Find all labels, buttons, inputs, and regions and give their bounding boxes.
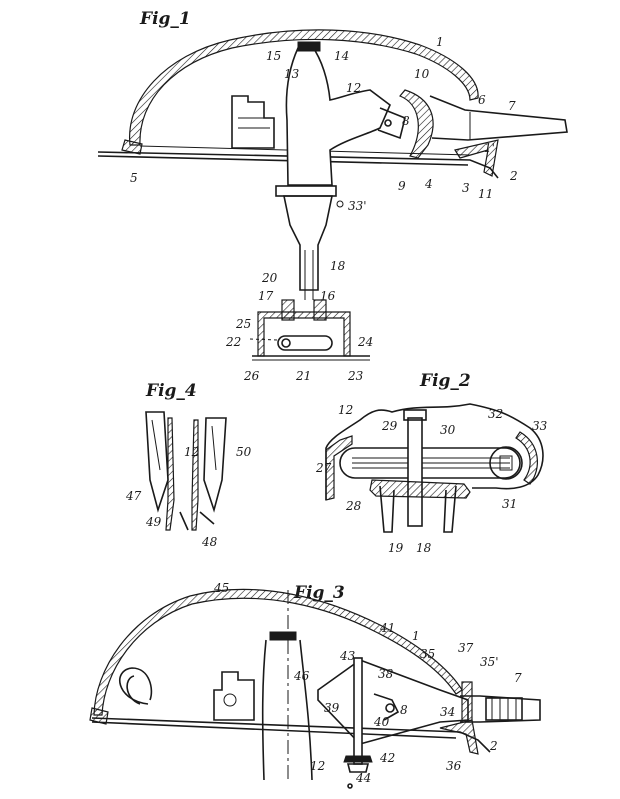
fig-3-pin [353,657,363,765]
fig-1-label-8: 8 [402,114,410,128]
fig-4-label-48: 48 [201,535,218,549]
fig-1-label-18: 18 [330,259,346,273]
fig-1-hood-shell [129,29,479,146]
fig-2-label-27: 27 [315,461,332,475]
fig-4-label-47: 47 [125,489,142,503]
fig-3-hood-shell [93,588,463,716]
fig-1-lower-shaft [283,195,333,291]
fig-2-label-32: 32 [488,407,503,421]
fig-2-label-31: 31 [502,497,517,511]
fig-3-bearing-cap [269,631,297,641]
fig-1-label-16: 16 [320,289,336,303]
fig-1-label-11: 11 [478,187,493,201]
fig-1-label-10: 10 [414,67,430,81]
fig-3-label-45: 45 [213,581,229,595]
fig-1-bearing-cap [297,41,321,52]
fig-1-front-shield [399,89,434,159]
fig-1-label-26: 26 [243,369,260,383]
fig-2-title: Fig_2 [419,371,471,391]
fig-1-label-3: 3 [462,181,470,195]
fig-3-label-40: 40 [373,715,390,729]
fig-1-label-9: 9 [398,179,406,193]
fig-3-label-34: 34 [440,705,455,719]
fig-1-label-21: 21 [295,369,311,383]
fig-1-label-1: 1 [436,35,444,49]
fig-3: Fig_3 1 2 7 [89,581,541,789]
fig-3-column [261,639,313,781]
fig-4-title: Fig_4 [145,381,197,401]
fig-1-label-6: 6 [478,93,486,107]
fig-1-roller [277,335,333,351]
fig-1-label-22: 22 [225,335,241,349]
fig-3-label-37: 37 [458,641,474,655]
fig-3-label-42: 42 [379,751,395,765]
fig-3-label-44: 44 [355,771,371,785]
fig-1-column [285,45,391,186]
fig-1-label-33p: 33' [348,199,367,213]
fig-3-label-38: 38 [378,667,394,681]
fig-1-label-1p: 1' [484,141,495,155]
fig-3-cord-loop [118,667,153,705]
fig-2-label-28: 28 [345,499,362,513]
fig-4-left-blade [165,417,175,531]
fig-3-label-43: 43 [339,649,356,663]
fig-1: Fig_1 [97,9,568,383]
fig-1-label-25: 25 [235,317,251,331]
fig-1-handle [429,95,568,141]
fig-3-label-8: 8 [400,703,408,717]
fig-2-label-29: 29 [381,419,398,433]
fig-2-bolt [407,417,423,527]
fig-3-label-35: 35 [420,647,435,661]
fig-3-label-46: 46 [293,669,310,683]
fig-1-pivot-8 [384,119,392,127]
fig-3-output-shaft [460,695,541,723]
fig-2-pulley [489,446,523,480]
fig-1-label-24: 24 [357,335,373,349]
fig-1-label-17: 17 [258,289,274,303]
fig-1-label-20: 20 [261,271,278,285]
fig-1-label-13: 13 [284,67,300,81]
fig-2: Fig_2 12 18 19 27 28 29 30 31 32 33 [315,371,548,555]
fig-2-pillar [379,485,457,533]
fig-1-label-12: 12 [346,81,361,95]
fig-4-label-49: 49 [145,515,162,529]
fig-2-label-19: 19 [388,541,404,555]
fig-1-label-2: 2 [509,169,518,183]
fig-2-label-30: 30 [440,423,456,437]
fig-3-label-35p: 35' [480,655,499,669]
fig-1-motor [231,95,275,149]
fig-1-label-23: 23 [347,369,364,383]
fig-4-label-50: 50 [236,445,252,459]
fig-4: Fig_4 12 47 48 49 50 [125,381,252,549]
fig-1-label-7: 7 [508,99,516,113]
fig-3-label-36: 36 [446,759,462,773]
fig-2-drive-belt [339,447,521,479]
fig-1-front-lip [454,139,499,177]
fig-3-label-41: 41 [379,621,395,635]
fig-2-label-33: 33 [532,419,548,433]
fig-1-label-14: 14 [334,49,349,63]
fig-1-label-4: 4 [424,177,433,191]
fig-2-housing [325,403,544,500]
fig-2-label-18: 18 [416,541,432,555]
fig-3-label-7: 7 [514,671,522,685]
fig-1-label-5: 5 [130,171,138,185]
fig-3-label-2: 2 [489,739,498,753]
fig-1-base-plate [97,151,499,179]
fig-1-title: Fig_1 [139,9,191,29]
fig-3-base-plate [91,717,491,753]
fig-4-label-12: 12 [184,445,199,459]
fig-3-label-39: 39 [324,701,340,715]
fig-3-label-12: 12 [310,759,325,773]
fig-3-plug [485,697,523,721]
fig-1-left-foot [121,139,143,155]
fig-1-label-15: 15 [266,49,281,63]
fig-3-motor [213,671,255,721]
fig-1-collar [275,185,337,197]
fig-4-right-blade [191,419,199,531]
fig-3-label-1: 1 [412,629,420,643]
fig-2-label-12: 12 [338,403,353,417]
